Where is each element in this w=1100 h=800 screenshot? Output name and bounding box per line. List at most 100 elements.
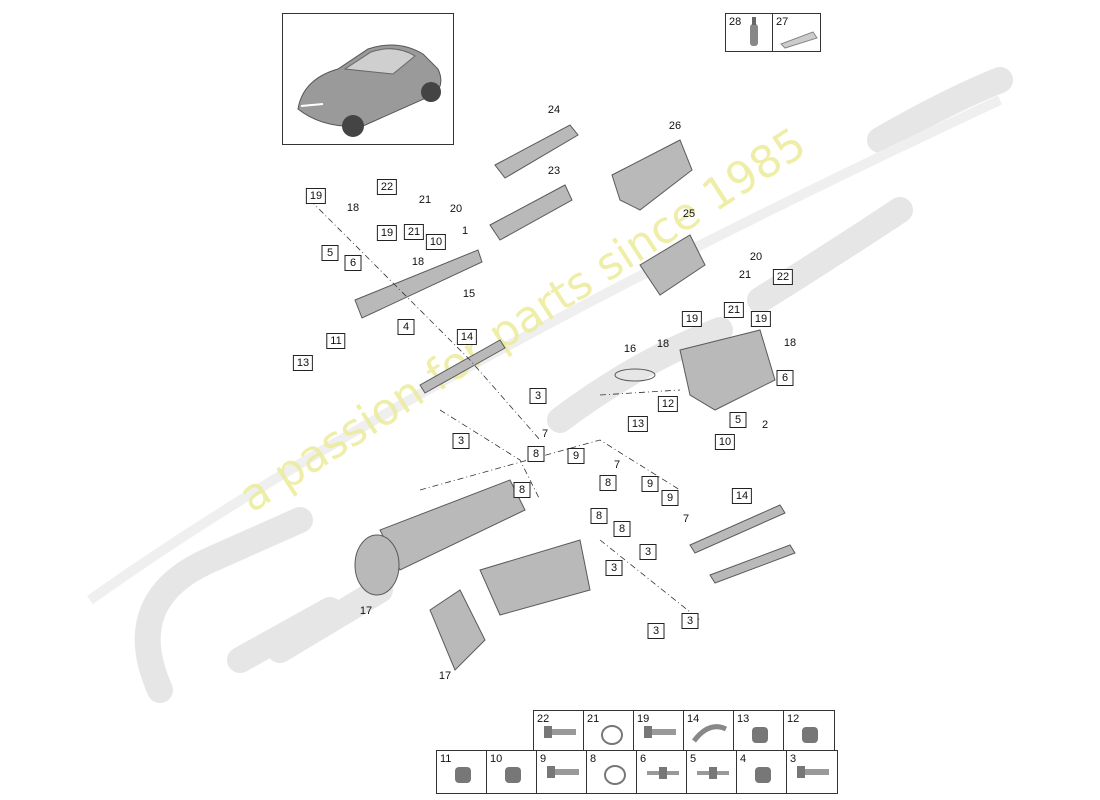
bolt-icon bbox=[547, 766, 579, 778]
part-25 bbox=[639, 234, 706, 296]
callout: 5 bbox=[729, 412, 747, 428]
part-cylinder-head-b bbox=[479, 539, 591, 616]
part-16 bbox=[614, 368, 656, 382]
legend-cell: 6 bbox=[637, 751, 687, 793]
plug-icon bbox=[505, 767, 521, 783]
callout: 19 bbox=[305, 188, 327, 204]
callout: 3 bbox=[452, 433, 470, 449]
part-cylinder-head bbox=[379, 479, 526, 571]
callout: 1 bbox=[461, 225, 469, 237]
callout: 8 bbox=[513, 482, 531, 498]
vehicle-thumbnail bbox=[282, 13, 454, 145]
legend-hardware-row-2: 11 10 9 8 6 5 4 3 bbox=[436, 750, 838, 794]
callout: 23 bbox=[547, 165, 561, 177]
seal-ring-icon bbox=[601, 725, 623, 745]
part-1 bbox=[354, 249, 483, 319]
legend-cell: 8 bbox=[587, 751, 637, 793]
callout: 17 bbox=[438, 670, 452, 682]
part-17 bbox=[354, 534, 400, 596]
callout: 2 bbox=[761, 419, 769, 431]
callout: 3 bbox=[639, 544, 657, 560]
callout: 19 bbox=[376, 225, 398, 241]
legend-cell: 28 bbox=[726, 14, 773, 51]
callout: 8 bbox=[590, 508, 608, 524]
callout: 22 bbox=[772, 269, 794, 285]
callout: 9 bbox=[567, 448, 585, 464]
stud-icon bbox=[697, 767, 729, 779]
suv-icon bbox=[297, 44, 442, 137]
callout: 18 bbox=[656, 338, 670, 350]
callout: 19 bbox=[681, 311, 703, 327]
callout: 13 bbox=[292, 355, 314, 371]
callout: 20 bbox=[749, 251, 763, 263]
part-24 bbox=[494, 124, 579, 179]
callout: 18 bbox=[783, 337, 797, 349]
bolt-icon bbox=[797, 766, 829, 778]
legend-cell: 9 bbox=[537, 751, 587, 793]
callout: 10 bbox=[714, 434, 736, 450]
legend-hardware-row-1: 22 21 19 14 13 12 bbox=[533, 710, 835, 754]
callout: 8 bbox=[599, 475, 617, 491]
callout: 21 bbox=[738, 269, 752, 281]
callout: 21 bbox=[723, 302, 745, 318]
callout: 13 bbox=[627, 416, 649, 432]
callout: 4 bbox=[397, 319, 415, 335]
legend-cell: 19 bbox=[634, 711, 684, 753]
stud-icon bbox=[647, 767, 679, 779]
sealant-bottle-icon bbox=[750, 17, 758, 46]
plug-icon bbox=[802, 727, 818, 743]
legend-cell: 12 bbox=[784, 711, 834, 753]
callout: 19 bbox=[750, 311, 772, 327]
plug-icon bbox=[752, 727, 768, 743]
callout: 26 bbox=[668, 120, 682, 132]
callout: 7 bbox=[682, 513, 690, 525]
part-26 bbox=[611, 139, 693, 211]
legend-cell: 27 bbox=[773, 14, 820, 51]
callout: 3 bbox=[681, 613, 699, 629]
callout: 17 bbox=[359, 605, 373, 617]
bolt-icon bbox=[644, 726, 676, 738]
bolt-icon bbox=[544, 726, 576, 738]
callout: 3 bbox=[529, 388, 547, 404]
legend-cell: 11 bbox=[437, 751, 487, 793]
callout: 16 bbox=[623, 343, 637, 355]
callout: 8 bbox=[613, 521, 631, 537]
callout: 8 bbox=[527, 446, 545, 462]
legend-cell: 22 bbox=[534, 711, 584, 753]
callout: 21 bbox=[418, 194, 432, 206]
legend-cell: 10 bbox=[487, 751, 537, 793]
legend-cell: 13 bbox=[734, 711, 784, 753]
part-17-b bbox=[429, 589, 486, 671]
seal-ring-icon bbox=[604, 765, 626, 785]
callout: 3 bbox=[605, 560, 623, 576]
callout: 25 bbox=[682, 208, 696, 220]
legend-cell: 5 bbox=[687, 751, 737, 793]
legend-cell: 21 bbox=[584, 711, 634, 753]
callout: 7 bbox=[613, 459, 621, 471]
part-14 bbox=[419, 339, 506, 394]
part-14-c bbox=[709, 544, 796, 584]
callout: 6 bbox=[776, 370, 794, 386]
callout: 22 bbox=[376, 179, 398, 195]
legend-cell: 3 bbox=[787, 751, 837, 793]
part-2 bbox=[679, 329, 776, 411]
callout: 14 bbox=[456, 329, 478, 345]
part-14-b bbox=[689, 504, 786, 554]
callout: 21 bbox=[403, 224, 425, 240]
callout: 12 bbox=[657, 396, 679, 412]
callout: 11 bbox=[326, 333, 346, 349]
legend-cell: 14 bbox=[684, 711, 734, 753]
callout: 6 bbox=[344, 255, 362, 271]
callout: 18 bbox=[346, 202, 360, 214]
callout: 24 bbox=[547, 104, 561, 116]
callout: 10 bbox=[425, 234, 447, 250]
legend-cell: 4 bbox=[737, 751, 787, 793]
callout: 7 bbox=[541, 428, 549, 440]
callout: 14 bbox=[731, 488, 753, 504]
callout: 18 bbox=[411, 256, 425, 268]
tube-icon bbox=[780, 31, 818, 49]
curved-part-icon bbox=[692, 724, 728, 743]
callout: 20 bbox=[449, 203, 463, 215]
callout: 3 bbox=[647, 623, 665, 639]
